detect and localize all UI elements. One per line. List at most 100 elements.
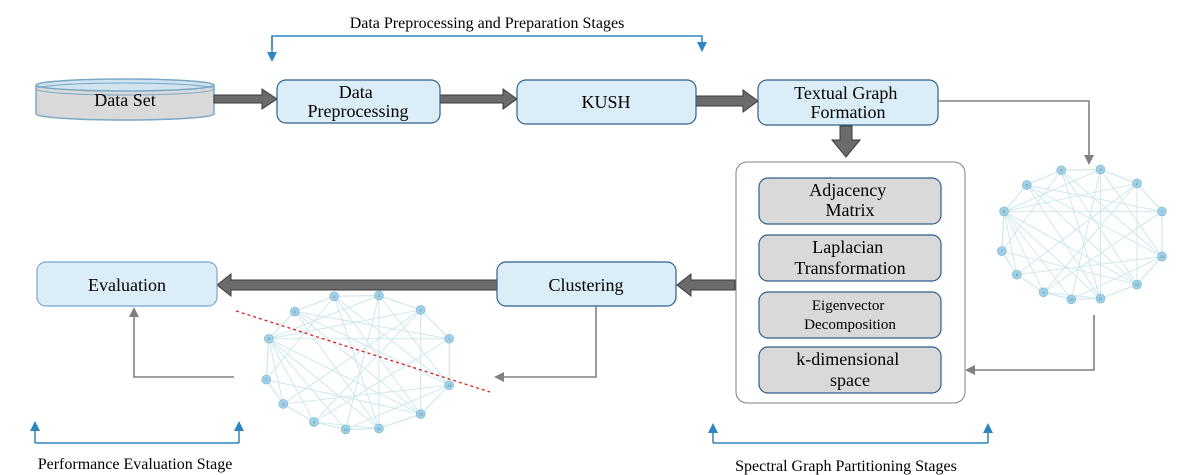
graph-node — [263, 333, 274, 344]
graph-edge — [268, 338, 284, 404]
graph-node — [444, 333, 455, 344]
graph-edge — [1003, 182, 1138, 212]
evaluation-label: Evaluation — [88, 275, 166, 295]
cluster-partition-line — [235, 310, 491, 393]
graph-edge — [1043, 183, 1138, 293]
graph-ring-edge — [1026, 169, 1062, 186]
kdim-label-line1: k-dimensional — [796, 349, 899, 369]
connector-clustering-to-graph — [494, 306, 597, 382]
graph-node — [997, 246, 1007, 256]
graph-edge — [283, 384, 450, 405]
graph-edge — [268, 338, 421, 415]
graph-node — [1157, 251, 1167, 262]
graph-edge — [1026, 184, 1101, 299]
graph-edge — [1003, 210, 1138, 285]
graph-node-label: 10 — [1069, 297, 1074, 302]
graph-node-label: 2 — [1136, 181, 1139, 186]
graph-node — [1095, 164, 1106, 175]
adjacency-label-line1: Adjacency — [809, 180, 886, 200]
arrow-kush-to-graph-formation — [695, 89, 759, 113]
graph-node — [1066, 294, 1077, 305]
graph-node-label: 9 — [313, 420, 316, 425]
kdim-label-line2: space — [830, 370, 870, 390]
adjacency-label-line2: Matrix — [826, 200, 875, 220]
graph-ring-edge — [420, 384, 450, 415]
svg-text:Eigenvector Decomposition: Eigenvector Decomposition — [804, 298, 896, 333]
graph-node — [278, 399, 289, 409]
graph-edge — [345, 384, 450, 430]
graph-edge — [345, 295, 380, 430]
graph-node — [1012, 269, 1022, 280]
graph-node — [415, 305, 426, 315]
graph-ring-edge — [294, 295, 335, 313]
graph-node — [999, 206, 1009, 217]
block-arrows — [213, 88, 862, 298]
graph-edge — [294, 311, 422, 415]
graph-ring-edge — [378, 294, 421, 311]
kush-box — [516, 79, 697, 125]
eigenvector-box — [758, 291, 942, 339]
graph-ring-edge — [1100, 283, 1138, 300]
graph-node-label: 3 — [1099, 167, 1102, 172]
graph-node-label: 6 — [268, 336, 271, 341]
graph-edge — [1100, 169, 1163, 257]
graph-edge — [333, 295, 450, 386]
graph-edge — [1016, 256, 1162, 276]
arrow-dataset-to-preprocessing — [213, 88, 278, 110]
graph-ring-edge — [283, 403, 315, 423]
graph-node — [374, 423, 384, 434]
graph-edge — [1060, 169, 1163, 257]
graph-node-label: 6 — [1003, 209, 1006, 214]
graph-edge — [1070, 169, 1101, 300]
graph-node — [309, 417, 319, 427]
graph-node-label: 7 — [265, 377, 268, 382]
graph-ring-edge — [1136, 256, 1163, 285]
evaluation-box — [36, 261, 218, 307]
evaluation-stage-label: Performance Evaluation Stage — [38, 456, 233, 473]
dataset-label: Data Set — [94, 90, 155, 110]
graph-edge — [265, 338, 270, 380]
graph-ring-edge — [1016, 274, 1044, 293]
graph-edge — [1043, 211, 1163, 293]
graph-node-label: 11 — [1098, 296, 1103, 301]
clustering-box — [496, 261, 677, 307]
preprocessing-stage-label: Data Preprocessing and Preparation Stage… — [350, 15, 625, 32]
graph-node-label: 4 — [333, 294, 336, 299]
graph-edge — [1071, 256, 1163, 300]
graph-formation-label-line1: Textual Graph — [794, 83, 897, 103]
preprocessing-box — [276, 79, 441, 124]
graph-node — [1157, 206, 1167, 217]
graph-edge — [1001, 211, 1005, 252]
graph-node-label: 12 — [1135, 282, 1140, 287]
spectral-stage-bracket — [708, 423, 993, 444]
graph-ring-edge — [378, 413, 421, 430]
graph-node-label: 3 — [378, 293, 381, 298]
graph-node-label: 2 — [420, 307, 423, 312]
preprocessing-label-line1: Data — [339, 82, 373, 102]
graph-edge — [294, 311, 380, 429]
svg-text:Adjacency Matrix: Adjacency Matrix — [809, 180, 890, 220]
graph-node — [444, 380, 455, 391]
graph-node-label: 13 — [1160, 254, 1165, 259]
laplacian-box — [758, 234, 942, 282]
graph-node-label: 13 — [447, 383, 452, 388]
graph-edge — [294, 311, 450, 386]
graph-edge — [1003, 211, 1045, 293]
graph-formation-label-line2: Formation — [811, 102, 886, 122]
arrow-preprocessing-to-kush — [439, 88, 518, 110]
graph-ring-edge — [334, 294, 379, 297]
graph-node — [1132, 178, 1142, 189]
eigenvector-label-line1: Eigenvector — [812, 298, 884, 314]
eigenvector-label-line2: Decomposition — [804, 317, 896, 333]
graph-node-label: 10 — [343, 427, 348, 432]
graph-edge — [1003, 211, 1018, 275]
graph-node — [1056, 165, 1067, 176]
graph-ring-edge — [1071, 297, 1101, 300]
graph-node-label: 5 — [294, 309, 297, 314]
graph-edge — [268, 338, 315, 423]
svg-text:Data Preprocessing: Data Preprocessing — [308, 82, 409, 121]
graph-edge — [378, 295, 450, 386]
graph-node-label: 9 — [1042, 290, 1045, 295]
